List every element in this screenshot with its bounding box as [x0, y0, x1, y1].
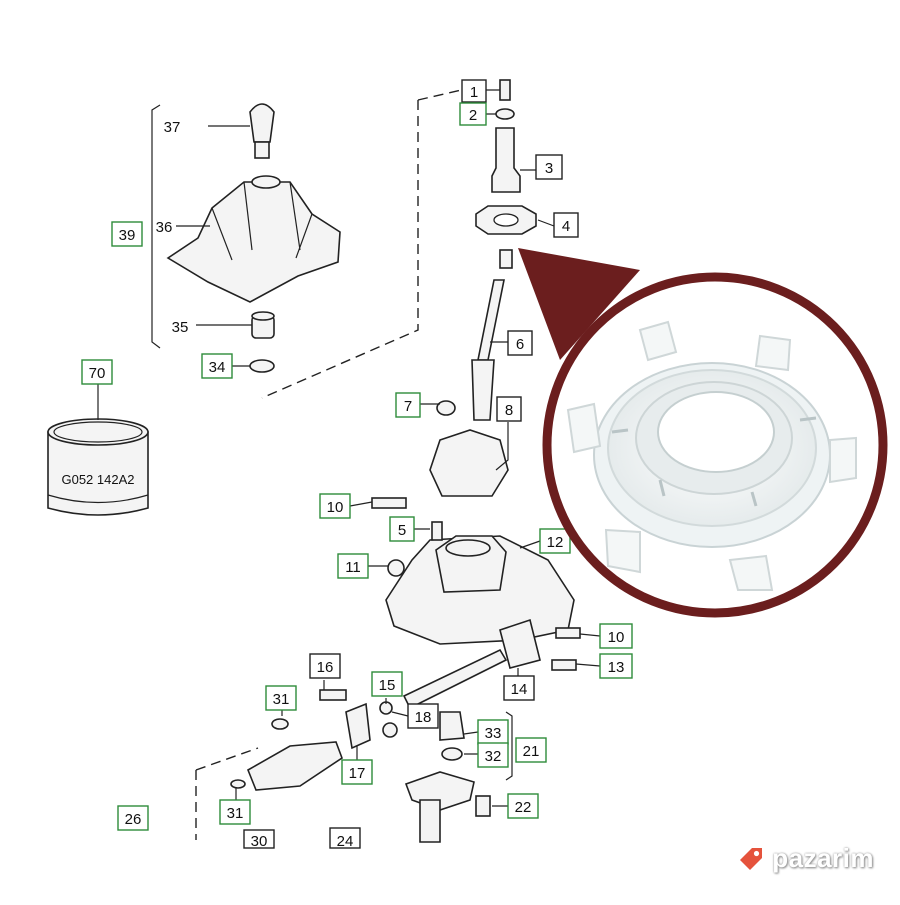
retaining-ring-photo [566, 320, 857, 591]
watermark-text: pazarim [772, 843, 874, 873]
svg-text:10: 10 [327, 499, 344, 516]
svg-text:4: 4 [562, 218, 570, 235]
callout-16: 16 [309, 653, 341, 679]
svg-text:1: 1 [470, 84, 478, 101]
zoom-inset [542, 272, 888, 618]
svg-text:7: 7 [404, 398, 412, 415]
callout-14: 14 [503, 675, 535, 701]
callout-35: 35 [172, 319, 189, 336]
group-outline-bottom-left [195, 747, 259, 840]
group-outline-right [261, 100, 419, 399]
svg-text:33: 33 [485, 725, 502, 742]
leader-lines [97, 89, 601, 807]
callout-17: 17 [341, 759, 373, 785]
callout-34-bottom: 24 [329, 827, 361, 850]
bushing-part-35 [251, 311, 275, 339]
bracket-21 [505, 711, 513, 781]
svg-text:10: 10 [608, 629, 625, 646]
svg-text:39: 39 [119, 227, 136, 244]
callout-22: 22 [507, 793, 539, 819]
svg-text:32: 32 [485, 748, 502, 765]
svg-text:30: 30 [251, 833, 268, 850]
svg-text:36: 36 [156, 219, 173, 236]
callout-4: 4 [553, 212, 579, 238]
callout-70: 70 [81, 359, 113, 385]
lever-top-parts [436, 79, 537, 421]
callout-8: 8 [496, 396, 522, 422]
svg-text:37: 37 [164, 119, 181, 136]
svg-text:31: 31 [227, 805, 244, 822]
svg-text:5: 5 [398, 522, 406, 539]
knob-part-37 [249, 103, 275, 159]
callout-31-upper: 31 [265, 685, 297, 711]
callout-6: 6 [507, 330, 533, 356]
svg-text:18: 18 [415, 709, 432, 726]
callout-1: 1 [461, 79, 487, 103]
callout-30-bottom: 30 [243, 829, 275, 850]
svg-text:13: 13 [608, 659, 625, 676]
clip-part-34 [249, 359, 275, 373]
svg-text:34: 34 [209, 359, 226, 376]
selector-part-14 [402, 618, 581, 710]
watermark: pazarim [736, 843, 874, 874]
svg-text:17: 17 [349, 765, 366, 782]
callout-31-lower: 31 [219, 799, 251, 825]
svg-text:35: 35 [172, 319, 189, 336]
callout-10-upper: 10 [319, 493, 351, 519]
svg-text:22: 22 [515, 799, 532, 816]
callout-39: 39 [111, 221, 143, 247]
svg-text:70: 70 [89, 365, 106, 382]
group-outline-top [417, 87, 471, 101]
bracket-39 [151, 104, 161, 349]
lower-linkage-parts [230, 689, 491, 843]
callout-11: 11 [337, 553, 369, 579]
tag-icon [740, 847, 763, 870]
svg-text:24: 24 [337, 833, 354, 850]
boot-part-36 [166, 175, 341, 303]
svg-text:8: 8 [505, 402, 513, 419]
svg-text:26: 26 [125, 811, 142, 828]
callout-26: 26 [117, 805, 149, 831]
svg-text:3: 3 [545, 160, 553, 177]
callout-15: 15 [371, 671, 403, 697]
svg-text:16: 16 [317, 659, 334, 676]
callout-5: 5 [389, 516, 415, 542]
svg-text:15: 15 [379, 677, 396, 694]
part-code-label: G052 142A2 [61, 472, 134, 487]
callout-37: 37 [164, 119, 181, 136]
svg-text:31: 31 [273, 691, 290, 708]
svg-text:2: 2 [469, 107, 477, 124]
callout-7: 7 [395, 392, 421, 418]
svg-text:14: 14 [511, 681, 528, 698]
zoom-arrow [518, 248, 640, 360]
callout-21: 21 [515, 737, 547, 763]
svg-text:21: 21 [523, 743, 540, 760]
callout-10-lower: 10 [599, 623, 633, 649]
svg-text:12: 12 [547, 534, 564, 551]
callout-3: 3 [535, 154, 563, 180]
svg-text:11: 11 [345, 559, 361, 576]
callout-18: 18 [407, 703, 439, 729]
callout-13: 13 [599, 653, 633, 679]
callout-2: 2 [459, 102, 487, 126]
housing-parts [371, 429, 575, 645]
svg-text:6: 6 [516, 336, 524, 353]
callout-32: 32 [477, 742, 509, 768]
callout-33: 33 [477, 719, 509, 745]
callout-34: 34 [201, 353, 233, 379]
sleeve-part-70: G052 142A2 [47, 418, 149, 516]
callout-36: 36 [156, 219, 173, 236]
callout-12: 12 [539, 528, 571, 554]
